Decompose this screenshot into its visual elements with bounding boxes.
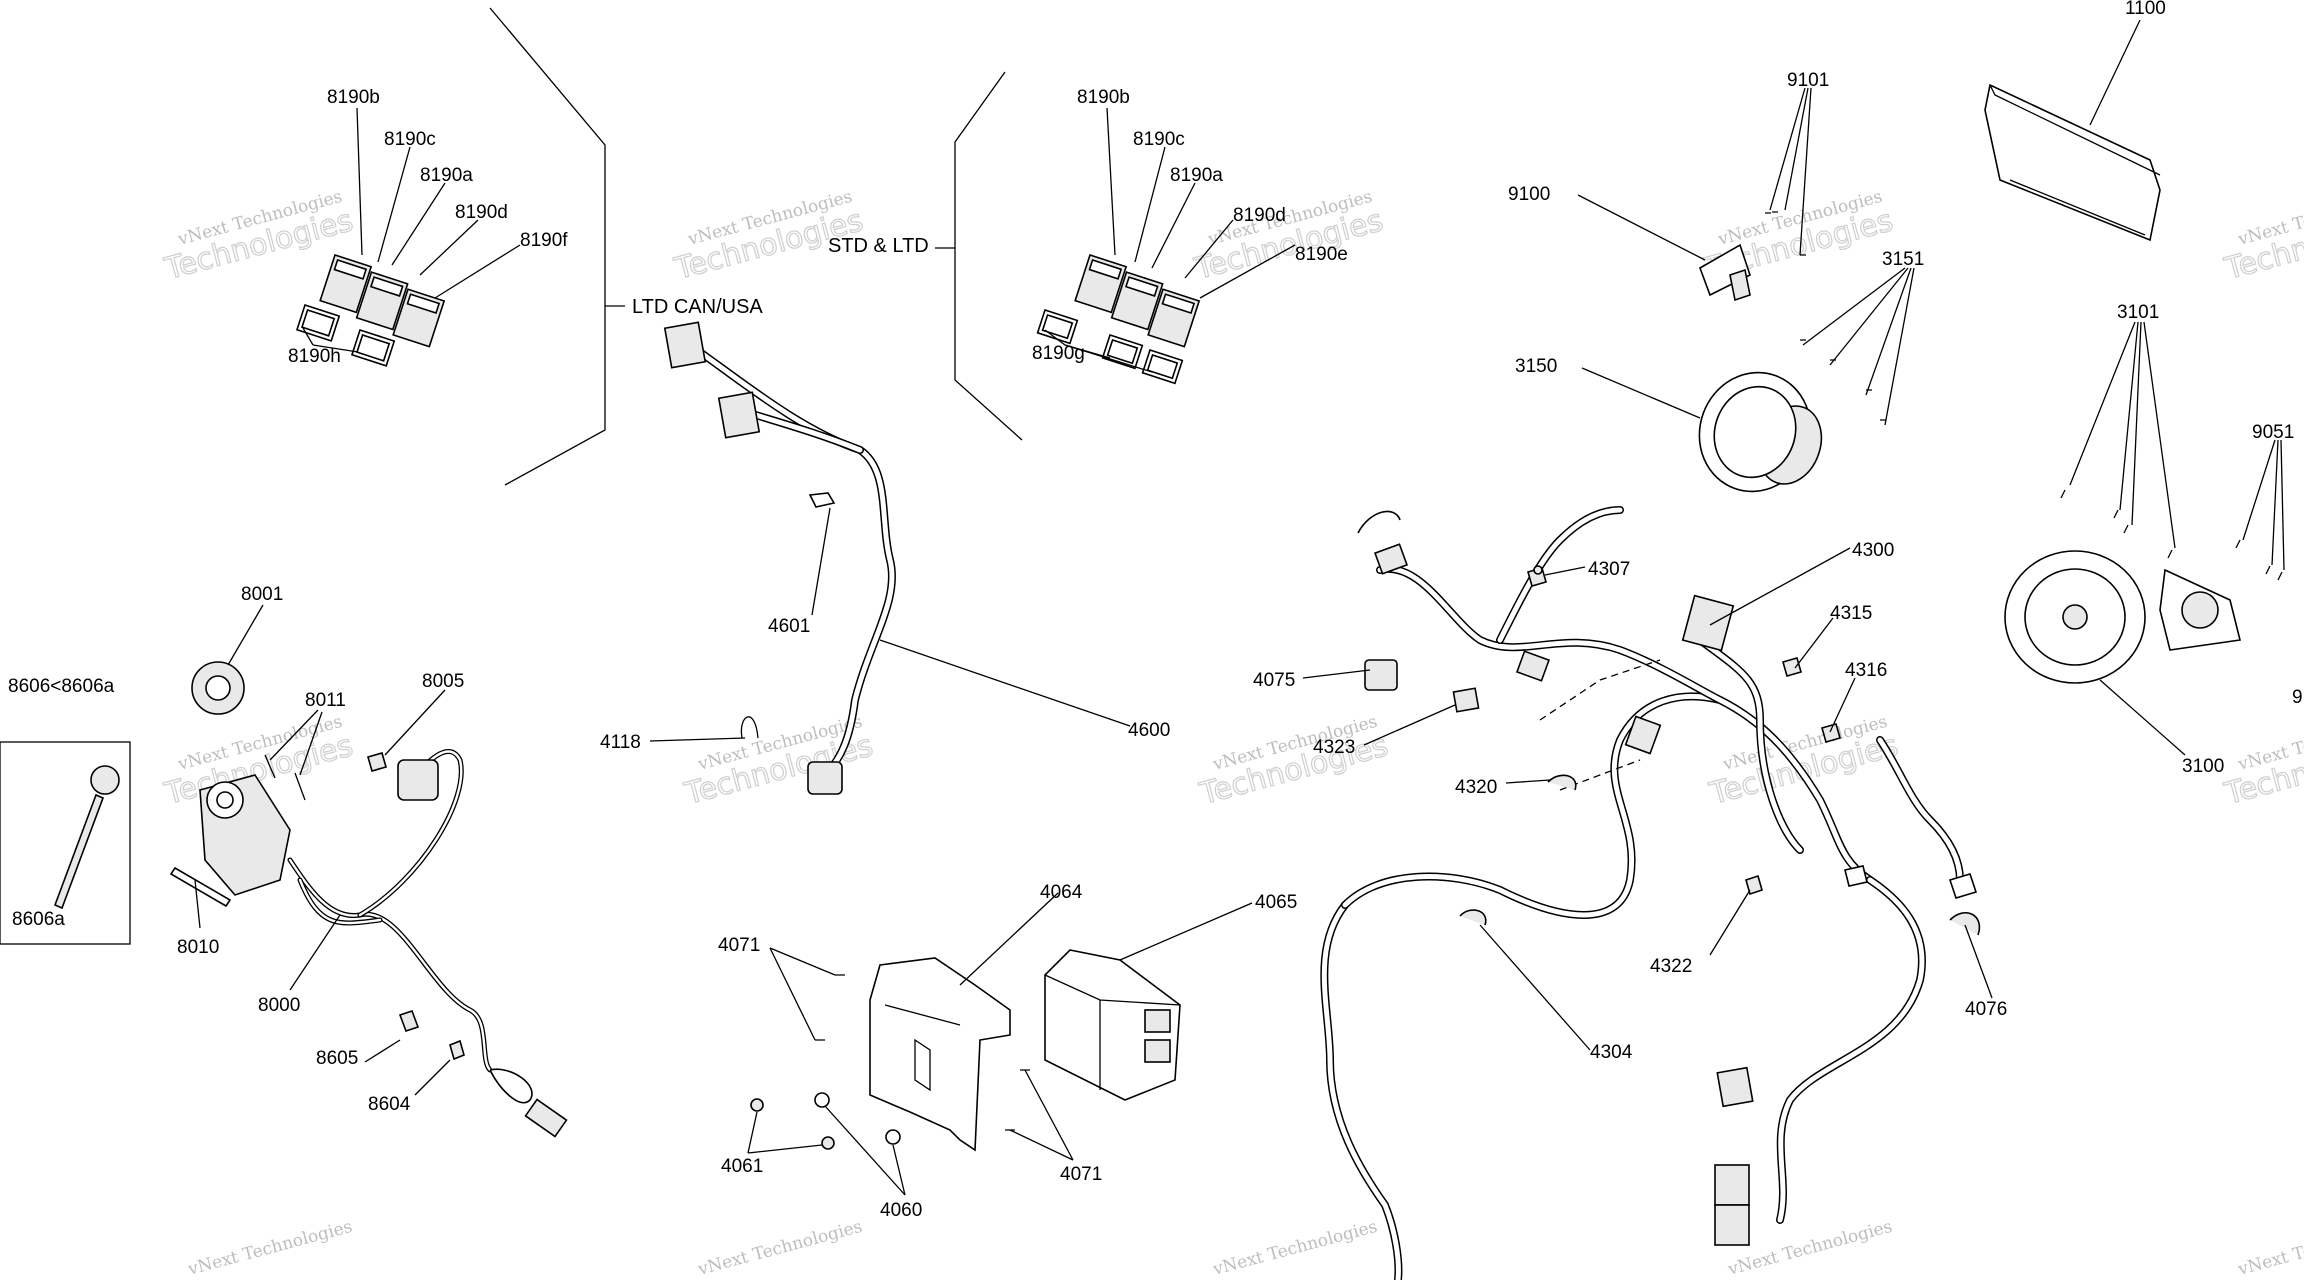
part-label-8005: 8005 bbox=[422, 671, 464, 692]
part-labels: 1100 9101 9100 3151 3150 3101 9051 3100 … bbox=[8, 0, 2303, 1221]
part-label-4315: 4315 bbox=[1830, 603, 1872, 624]
harness-4300 bbox=[1320, 506, 1981, 1280]
switch-cluster-ltd bbox=[295, 253, 446, 367]
part-label-4071-right: 4071 bbox=[1060, 1164, 1102, 1185]
part-label-4322: 4322 bbox=[1650, 956, 1692, 977]
part-label-8190h: 8190h bbox=[288, 346, 341, 367]
part-label-9101: 9101 bbox=[1787, 70, 1829, 91]
part-label-4071-left: 4071 bbox=[718, 935, 760, 956]
fasteners-4071-4061-4060 bbox=[750, 974, 1030, 1150]
watermark-text: vNext Technologies bbox=[185, 1217, 354, 1280]
part-label-4075: 4075 bbox=[1253, 670, 1295, 691]
part-label-4300: 4300 bbox=[1852, 540, 1894, 561]
screws bbox=[1533, 211, 2283, 581]
part-label-8190a-ltd: 8190a bbox=[420, 165, 473, 186]
part-label-8010: 8010 bbox=[177, 937, 219, 958]
speaker-3150 bbox=[1698, 371, 1823, 493]
part-label-8190e: 8190e bbox=[1295, 244, 1348, 265]
part-label-4064: 4064 bbox=[1040, 882, 1083, 903]
part-label-8001: 8001 bbox=[241, 584, 283, 605]
part-label-9-partial: 9 bbox=[2292, 687, 2303, 708]
part-label-3150: 3150 bbox=[1515, 356, 1557, 377]
bracket-9100 bbox=[1699, 243, 1751, 302]
part-label-9100: 9100 bbox=[1508, 184, 1550, 205]
module-bracket-4064 bbox=[869, 957, 1011, 1152]
part-label-9051: 9051 bbox=[2252, 422, 2294, 443]
part-label-3101: 3101 bbox=[2117, 302, 2159, 323]
part-label-4323: 4323 bbox=[1313, 737, 1355, 758]
module-box-4065 bbox=[1044, 949, 1181, 1101]
part-label-8190d-std: 8190d bbox=[1233, 205, 1286, 226]
part-label-8190c-std: 8190c bbox=[1133, 129, 1185, 150]
part-label-8606: 8606<8606a bbox=[8, 676, 115, 697]
part-label-4076: 4076 bbox=[1965, 999, 2007, 1020]
part-label-8190g: 8190g bbox=[1032, 343, 1085, 364]
part-label-8606a: 8606a bbox=[12, 909, 65, 930]
group-bracket-std: STD & LTD bbox=[828, 71, 1023, 441]
part-label-8190b-ltd: 8190b bbox=[327, 87, 380, 108]
key-inset bbox=[0, 741, 131, 945]
watermark-text: vNext Technologies bbox=[695, 1217, 864, 1280]
part-label-8190b-std: 8190b bbox=[1077, 87, 1130, 108]
part-label-4316: 4316 bbox=[1845, 660, 1887, 681]
part-label-4307: 4307 bbox=[1588, 559, 1630, 580]
module-1100 bbox=[1984, 83, 2161, 242]
tweeter-bracket bbox=[2159, 568, 2241, 651]
watermark-layer: vNext Technologies Technologies vNext Te… bbox=[160, 187, 2304, 1280]
part-label-4061: 4061 bbox=[721, 1156, 763, 1177]
part-label-8604: 8604 bbox=[368, 1094, 411, 1115]
part-label-8190a-std: 8190a bbox=[1170, 165, 1223, 186]
watermark-text: vNext Technologies bbox=[1725, 1217, 1894, 1280]
leader-lines bbox=[194, 19, 2285, 1196]
part-label-8000: 8000 bbox=[258, 995, 300, 1016]
harness-8000 bbox=[169, 661, 568, 1138]
part-label-4320: 4320 bbox=[1455, 777, 1497, 798]
harness-4600 bbox=[663, 321, 896, 795]
watermark-text: vNext Technologies bbox=[2235, 1217, 2304, 1280]
group-bracket-ltd: LTD CAN/USA bbox=[489, 7, 763, 486]
part-label-4118: 4118 bbox=[600, 732, 641, 753]
watermark-text: vNext Technologies bbox=[1210, 1217, 1379, 1280]
group-label-std: STD & LTD bbox=[828, 235, 929, 257]
part-label-8190d-ltd: 8190d bbox=[455, 202, 508, 223]
group-label-ltd: LTD CAN/USA bbox=[632, 296, 763, 318]
part-label-4060: 4060 bbox=[880, 1200, 922, 1221]
part-label-4600: 4600 bbox=[1128, 720, 1170, 741]
part-label-8190f: 8190f bbox=[520, 230, 568, 251]
part-label-3100: 3100 bbox=[2182, 756, 2224, 777]
part-label-1100: 1100 bbox=[2125, 0, 2166, 19]
part-label-8011: 8011 bbox=[305, 690, 346, 711]
part-label-8190c-ltd: 8190c bbox=[384, 129, 436, 150]
part-label-8605: 8605 bbox=[316, 1048, 358, 1069]
part-label-4065: 4065 bbox=[1255, 892, 1297, 913]
part-label-3151: 3151 bbox=[1882, 249, 1924, 270]
part-label-4304: 4304 bbox=[1590, 1042, 1633, 1063]
part-label-4601: 4601 bbox=[768, 616, 810, 637]
switch-cluster-std bbox=[1036, 253, 1201, 385]
speaker-3100 bbox=[2004, 550, 2146, 684]
